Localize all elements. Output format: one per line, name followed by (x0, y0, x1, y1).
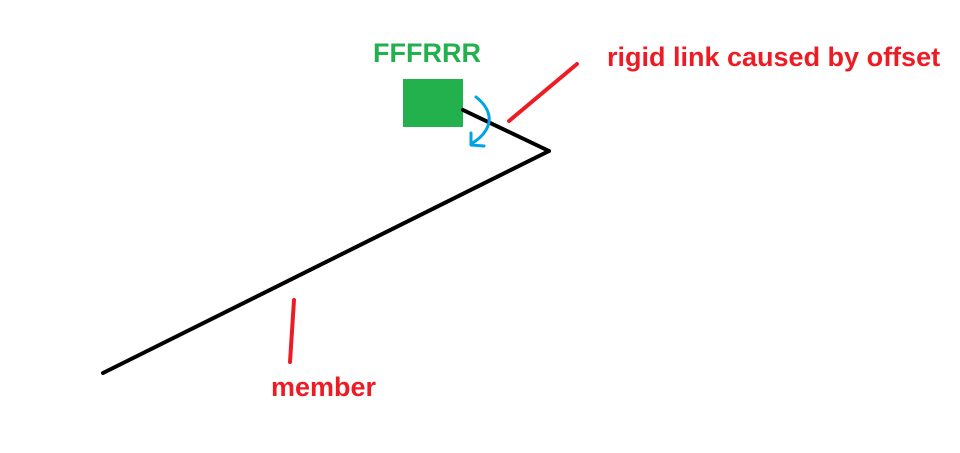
node-box (403, 79, 463, 127)
rigid-link-line (461, 108, 551, 153)
member-label: member (271, 372, 377, 402)
member-pointer (288, 298, 296, 364)
rigid-link-pointer (507, 62, 579, 123)
node-label: FFFRRR (373, 38, 481, 68)
member-line (101, 149, 551, 375)
rigid-link-label: rigid link caused by offset (607, 42, 941, 72)
rotation-arrow-icon (469, 95, 491, 148)
